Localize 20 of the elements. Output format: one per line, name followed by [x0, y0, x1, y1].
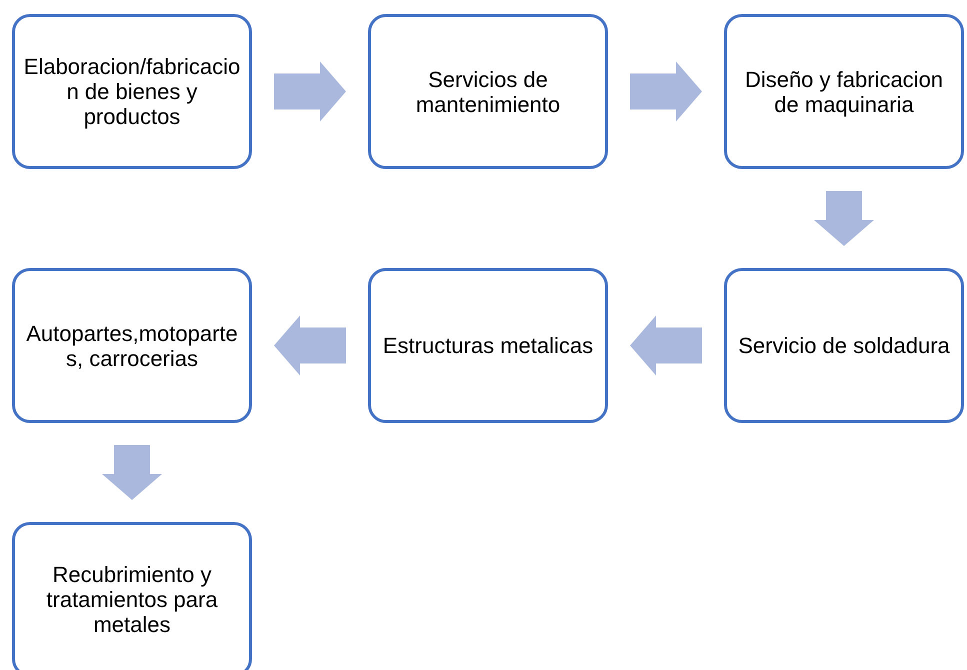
process-box	[724, 268, 964, 423]
block-arrow	[630, 316, 702, 376]
box-label: Servicios de mantenimiento	[414, 66, 562, 116]
block-arrow	[814, 191, 874, 246]
block-arrow	[102, 445, 162, 500]
block-arrow	[274, 316, 346, 376]
box-label: Servicio de soldadura	[737, 333, 951, 358]
process-box	[12, 268, 252, 423]
block-arrow	[274, 62, 346, 122]
box-label: Estructuras metalicas	[382, 333, 594, 358]
process-box	[12, 522, 252, 670]
box-label: Autopartes,motopartes, carrocerias	[25, 320, 239, 370]
process-box	[12, 14, 252, 169]
box-label: Elaboracion/fabricacion de bienes y productos	[23, 54, 241, 129]
process-box	[724, 14, 964, 169]
box-label: Diseño y fabricacion de maquinaria	[744, 66, 944, 116]
box-label: Recubrimiento y tratamientos para metales	[45, 562, 219, 637]
process-box	[368, 268, 608, 423]
process-box	[368, 14, 608, 169]
block-arrow	[630, 62, 702, 122]
